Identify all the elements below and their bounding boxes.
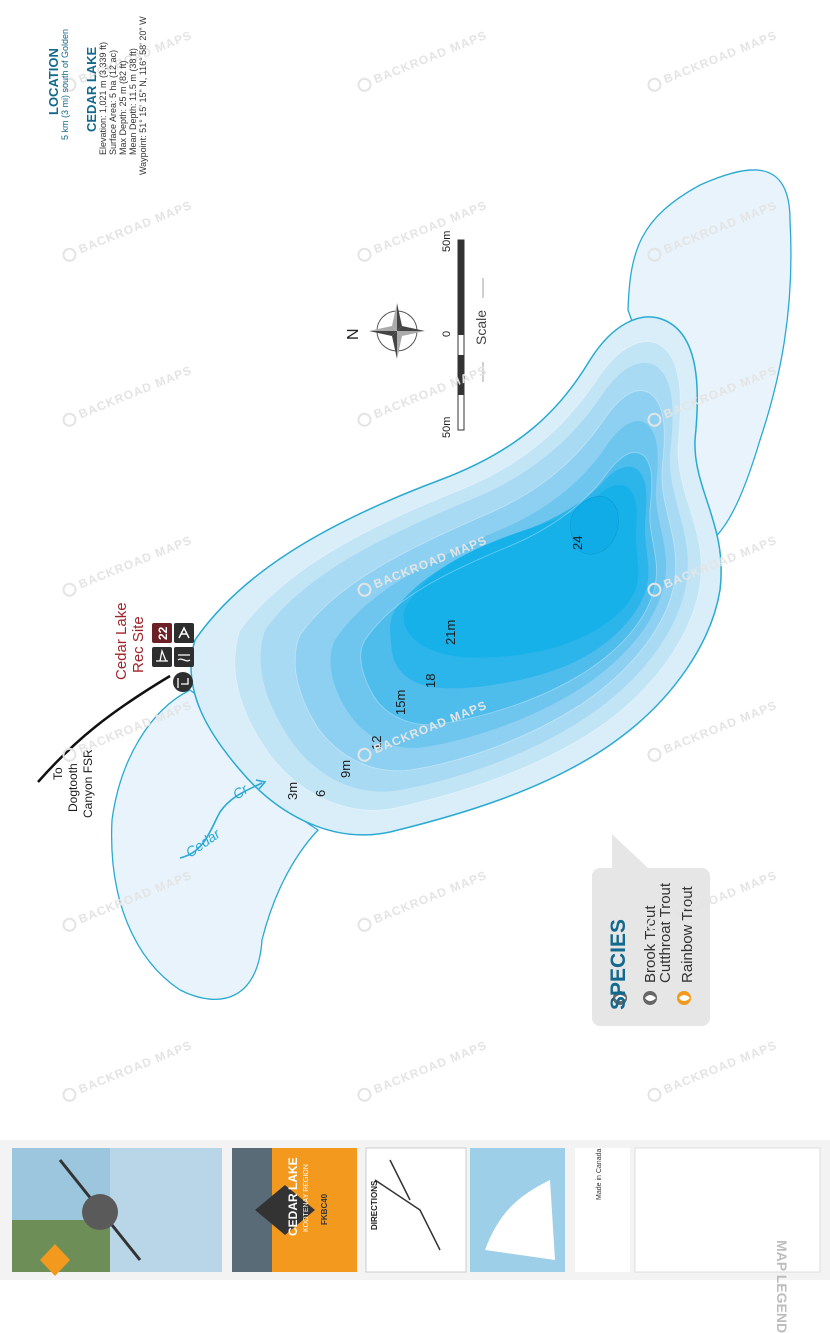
road-label-line3: Canyon FSR [81, 749, 95, 818]
lake-info-line-3: Max Depth: 25 m (82 ft) [118, 60, 128, 155]
location-text: 5 km (3 mi) south of Golden [60, 28, 70, 140]
depth-label-3: 3m [285, 782, 300, 800]
footer-cover-title: CEDAR LAKE [286, 1157, 300, 1236]
rec-site-number: 22 [156, 626, 170, 640]
compass-rose-icon [369, 303, 425, 359]
lake-info-line-4: Mean Depth: 11.5 m (38 ft) [128, 48, 138, 155]
scale-title: Scale [473, 310, 489, 345]
guide-footer: CEDAR LAKE KOOTENAY REGION FKBC40 DIRECT… [0, 1140, 830, 1333]
depth-label-18: 18 [423, 674, 438, 688]
access-road [37, 674, 171, 783]
depth-label-9: 9m [338, 760, 353, 778]
species-title: SPECIES [607, 919, 630, 1010]
compass-north-label: N [345, 328, 362, 340]
rec-site-name-line1: Cedar Lake [113, 602, 130, 680]
footer-legend-title: MAP LEGEND [774, 1240, 790, 1333]
scale-label-right: 50m [441, 417, 453, 438]
footer-directions-label: DIRECTIONS [370, 1180, 379, 1230]
cedar-creek [179, 782, 263, 859]
location-heading: LOCATION [46, 48, 61, 115]
lake-info-title: CEDAR LAKE [84, 46, 99, 132]
species-panel [592, 834, 710, 1026]
footer-cover-code: FKBC40 [320, 1193, 329, 1225]
road-label-line2: Dogtooth [66, 763, 80, 812]
rec-site-name-line2: Rec Site [130, 616, 147, 673]
depth-label-24: 24 [570, 536, 585, 550]
shallow-zone-north [627, 169, 792, 542]
creek-arrow-icon [255, 779, 267, 790]
depth-contours [234, 341, 702, 811]
lake-info-line-1: Elevation: 1,021 m (3,339 ft) [98, 41, 108, 155]
scale-label-mid: 0 [441, 331, 453, 337]
lake-map: 3m 6 9m 12 15m 18 21m 24 Cedar Cr To Dog… [37, 169, 792, 1026]
scale-label-left: 50m [441, 231, 453, 252]
depth-layer-deep [570, 496, 619, 555]
species-item-3: Rainbow Trout [679, 885, 696, 983]
road-label-line1: To [51, 767, 65, 780]
depth-label-6: 6 [313, 790, 328, 797]
footer-made-in: Made in Canada [596, 1148, 603, 1200]
depth-label-21: 21m [443, 620, 458, 645]
lake-info-line-5: Waypoint: 51° 15' 15" N, 116° 58' 20" W [138, 16, 148, 175]
scale-bar [457, 239, 484, 431]
depth-label-12: 12 [369, 736, 384, 750]
rec-site-icons [152, 623, 194, 692]
lake-info-line-2: Surface Area: 5 ha (12 ac) [108, 49, 118, 155]
footer-graphics [12, 1147, 821, 1276]
species-item-2: Cutthroat Trout [657, 882, 674, 983]
species-item-1: Brook Trout [642, 905, 659, 983]
depth-label-15: 15m [393, 690, 408, 715]
footer-cover-subtitle: KOOTENAY REGION [303, 1164, 310, 1232]
